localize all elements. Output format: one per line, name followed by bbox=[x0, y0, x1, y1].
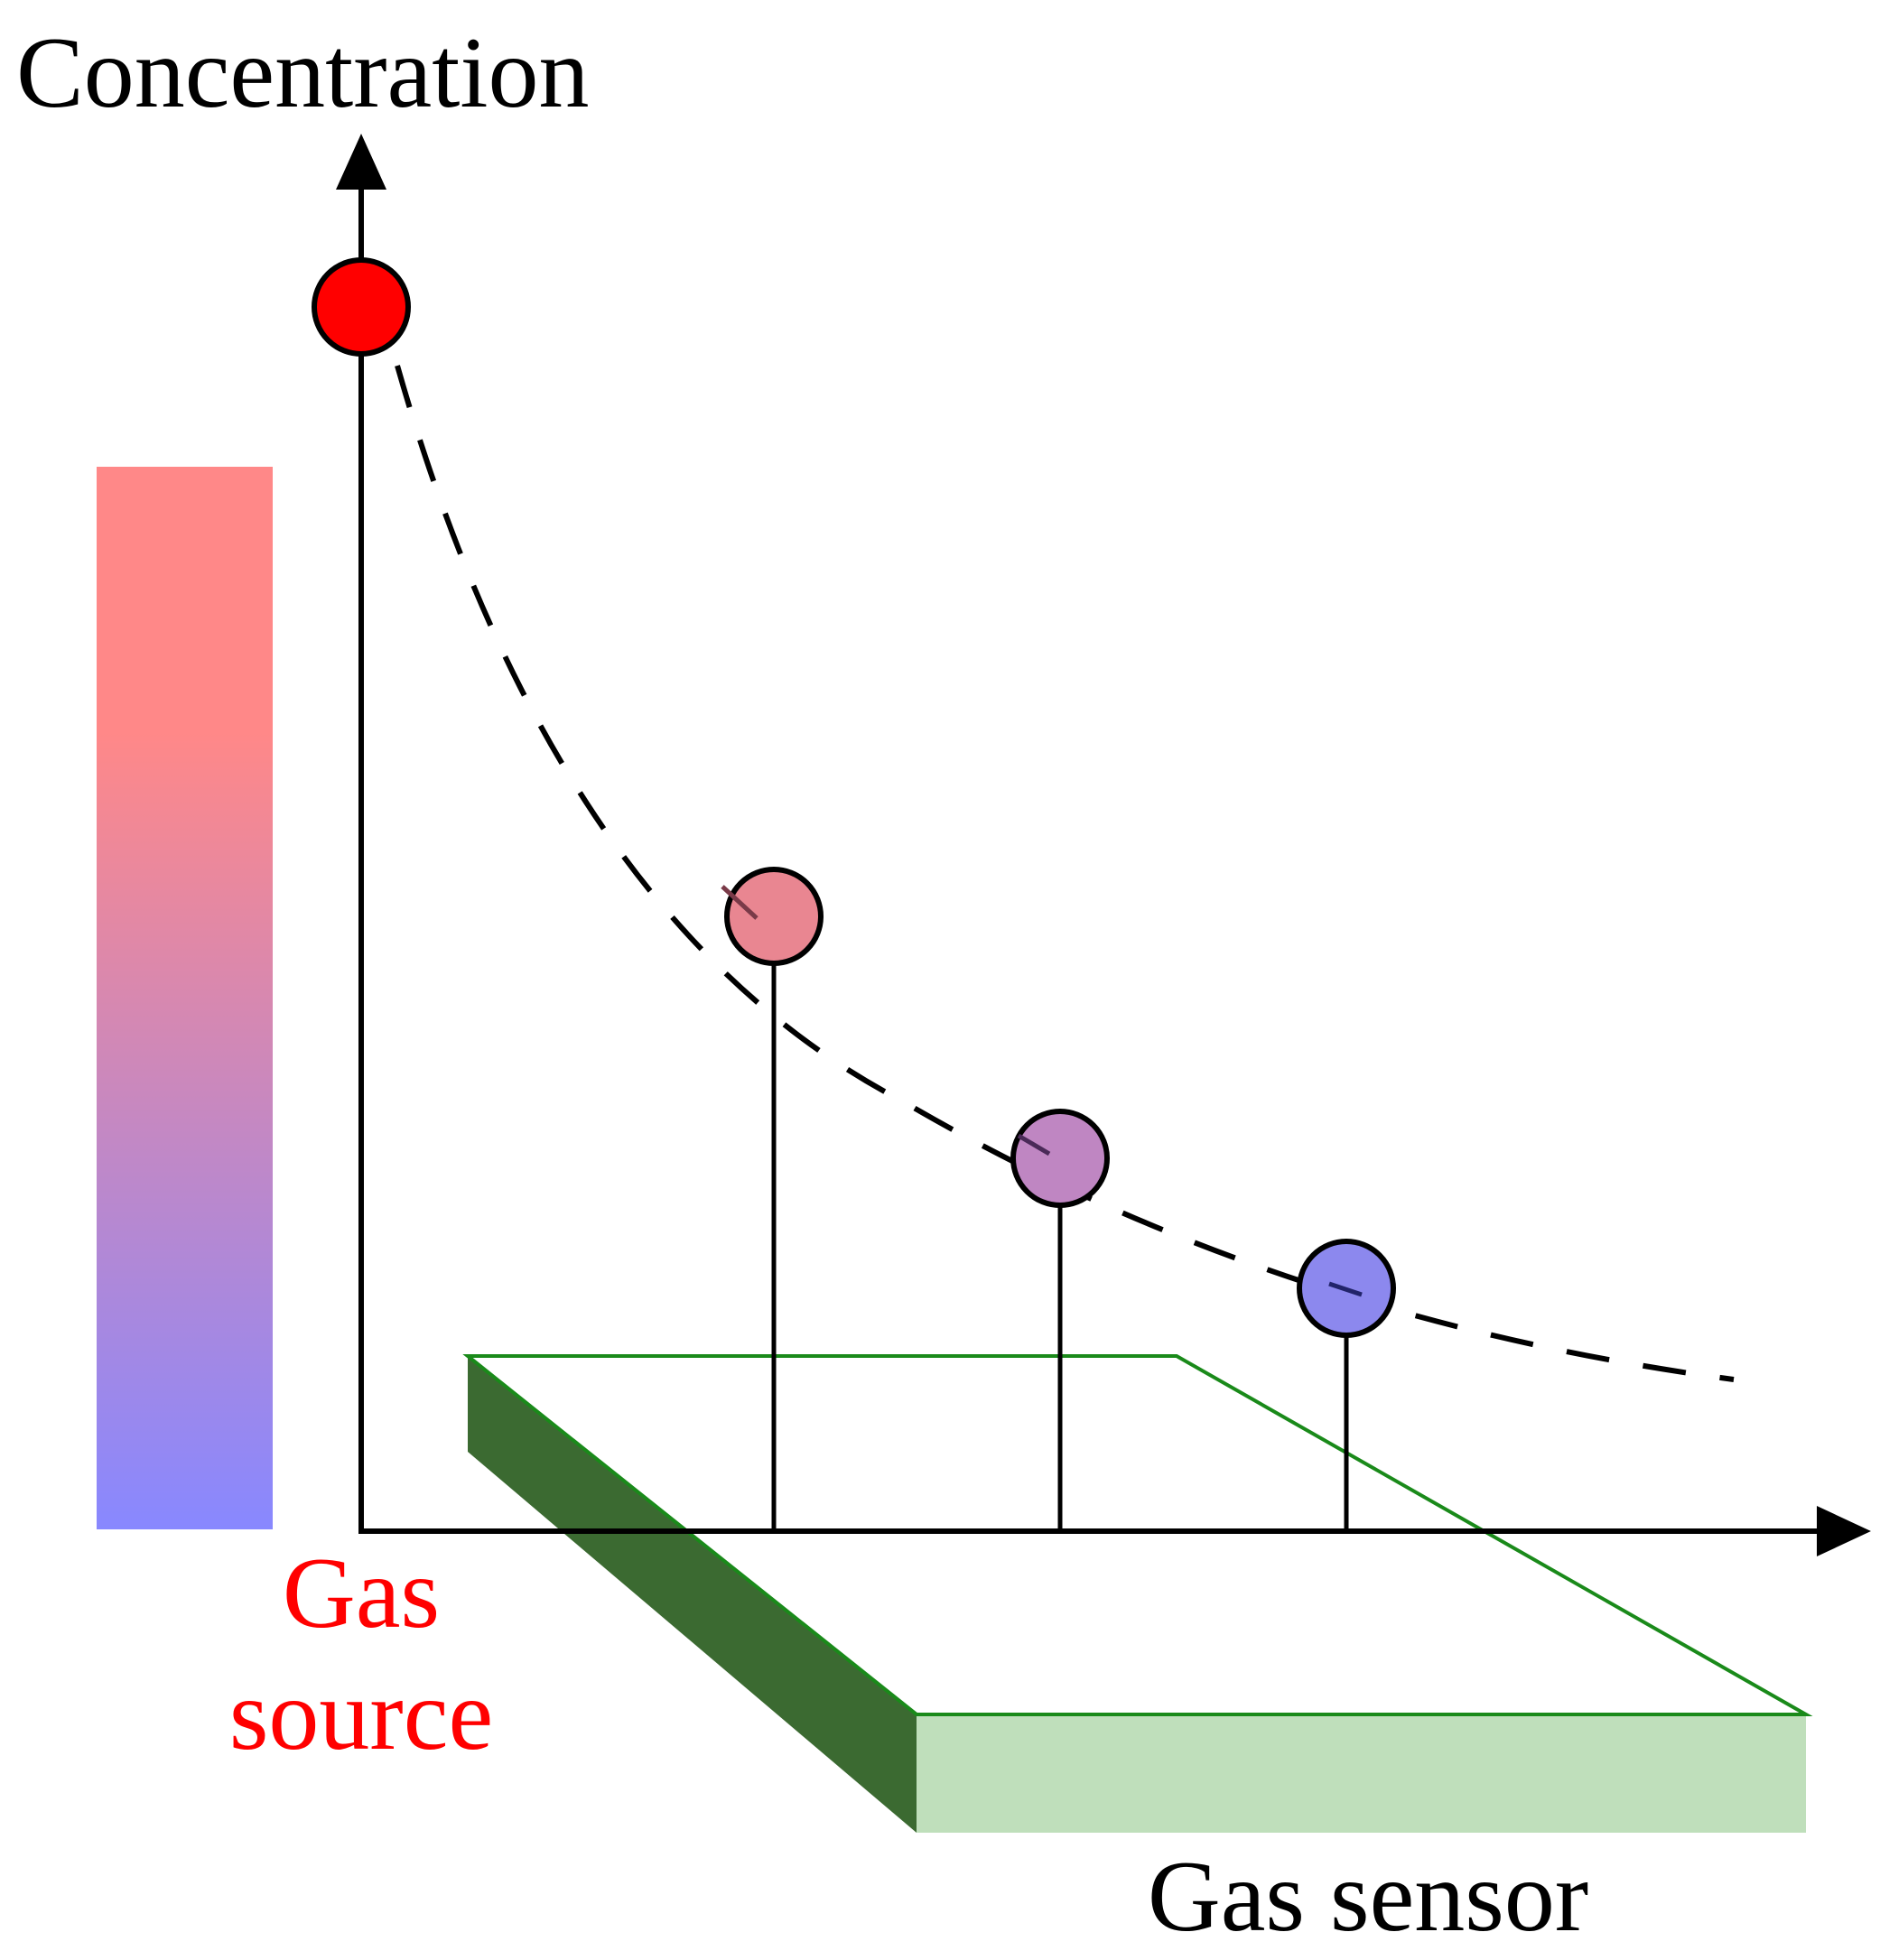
gas-sensor-side-dark bbox=[468, 1356, 917, 1833]
concentration-decay-curve bbox=[395, 365, 1735, 1382]
gas-source-label-line2: source bbox=[229, 1659, 493, 1771]
sample-dot-low-curve-segment bbox=[1328, 1281, 1363, 1297]
gas-sensor-top-face bbox=[462, 1354, 1813, 1716]
concentration-gradient-bar bbox=[97, 467, 273, 1529]
sample-dot-high bbox=[724, 867, 824, 966]
gas-source-dot bbox=[312, 257, 411, 357]
sample-dot-mid-curve-segment bbox=[1017, 1133, 1051, 1156]
x-axis-arrowhead bbox=[1817, 1506, 1871, 1556]
sample-dot-high-curve-segment bbox=[721, 885, 759, 920]
gas-source-label-line1: Gas bbox=[283, 1537, 440, 1649]
y-axis-arrowhead bbox=[336, 134, 386, 190]
gas-sensor-front-face bbox=[917, 1714, 1806, 1833]
gas-sensor-label: Gas sensor bbox=[1148, 1841, 1588, 1953]
y-axis-label: Concentration bbox=[16, 17, 589, 129]
sample-dot-mid bbox=[1010, 1109, 1110, 1208]
